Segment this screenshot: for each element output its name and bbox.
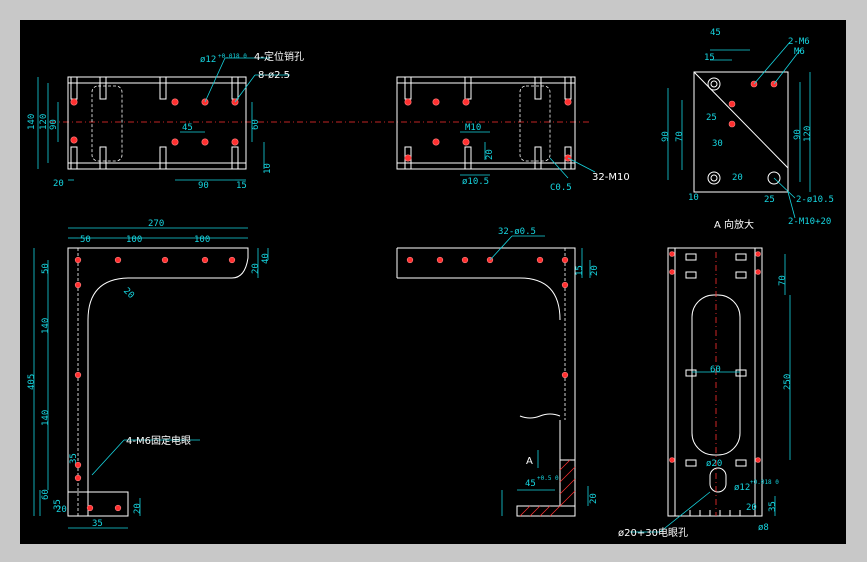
dim-60b: 60	[41, 489, 51, 500]
label-holes-32-m10: 32-M10	[592, 172, 630, 183]
label-angle-45: 45	[525, 479, 536, 489]
dim-40: 40	[261, 253, 271, 264]
label-small-holes: 8-ø2.5	[258, 70, 290, 81]
dim-ra-25: 25	[706, 113, 717, 123]
bottom-left-l-bracket: 270 50 100 100 20 40 20 50 140 405 140 3…	[27, 219, 271, 529]
top-left-plan-view: 140 120 90 60 10 45 90 15 20 ø12 +0.018 …	[27, 50, 304, 191]
dim-90h: 90	[198, 181, 209, 191]
label-dia-12: ø12	[734, 483, 750, 493]
dim-20h: 20	[589, 493, 599, 504]
dim-ra-120: 120	[803, 126, 813, 142]
dim-140a: 140	[41, 318, 51, 334]
label-dowel-holes: 4-定位销孔	[254, 50, 304, 63]
dim-rv-70: 70	[778, 275, 788, 286]
dim-270: 270	[148, 219, 164, 229]
dim-20f: 20	[56, 505, 67, 515]
dim-ra-45: 45	[710, 28, 721, 38]
label-slot-m10: M10	[465, 123, 481, 133]
dim-50h: 50	[80, 235, 91, 245]
dim-ra-25b: 25	[764, 195, 775, 205]
label-m6-fix-motor: 4-M6固定电眼	[126, 434, 191, 447]
label-hole-tol-top: +0.018 0	[218, 53, 247, 60]
dim-20c: 20	[251, 263, 261, 274]
label-tol-12: +0.018 0	[750, 479, 779, 486]
bottom-right-side-view: 70 250 60 ø20 ø12 +0.018 0 35 20 ø8 ø20+…	[618, 247, 793, 539]
label-2-dia-10-5: 2-ø10.5	[796, 195, 834, 205]
dim-45: 45	[182, 123, 193, 133]
top-middle-plan-view: M10 20 ø10.5 C0.5 32-M10	[396, 76, 630, 193]
cad-drawing: 140 120 90 60 10 45 90 15 20 ø12 +0.018 …	[27, 28, 834, 539]
dim-20d: 20	[121, 286, 136, 301]
dim-405: 405	[27, 374, 37, 390]
label-chamfer: C0.5	[550, 183, 572, 193]
label-tol-45: +0.5 0	[537, 475, 559, 482]
label-dia-8: ø8	[758, 523, 769, 533]
dim-20a: 20	[53, 179, 64, 189]
dim-15b: 15	[575, 265, 585, 276]
dim-20e: 20	[133, 503, 143, 514]
label-m6: M6	[794, 47, 805, 57]
dim-35a: 35	[69, 453, 79, 464]
label-2-m6: 2-M6	[788, 37, 810, 47]
dim-20b: 20	[485, 149, 495, 160]
dim-ra-10: 10	[688, 193, 699, 203]
dim-35b: 35	[53, 499, 63, 510]
dim-ra-90b: 90	[793, 129, 803, 140]
dim-50v: 50	[41, 263, 51, 274]
drawing-frame: 140 120 90 60 10 45 90 15 20 ø12 +0.018 …	[20, 20, 846, 544]
dim-60: 60	[251, 119, 261, 130]
dim-20g: 20	[590, 265, 600, 276]
dim-140b: 140	[41, 410, 51, 426]
dim-ra-70: 70	[675, 131, 685, 142]
dim-ra-30: 30	[712, 139, 723, 149]
label-hole-spec-top: ø12	[200, 55, 216, 65]
dim-rv-20: 20	[746, 503, 757, 513]
dim-rv-60: 60	[710, 365, 721, 375]
dim-100b: 100	[194, 235, 210, 245]
dim-120: 120	[39, 114, 49, 130]
label-32-dia-0-5: 32-ø0.5	[498, 227, 536, 237]
dim-90v: 90	[49, 119, 59, 130]
dim-ra-90: 90	[661, 131, 671, 142]
top-right-detail-view: 45 15 25 30 90 70 90 120 20 25 10 2-M6 M…	[661, 28, 834, 231]
dim-ra-20: 20	[732, 173, 743, 183]
dim-ra-15: 15	[704, 53, 715, 63]
label-view-a: A	[526, 456, 533, 467]
dim-10: 10	[263, 163, 273, 174]
label-dia-20: ø20	[706, 459, 722, 469]
dim-rv-250: 250	[783, 374, 793, 390]
dim-35c: 35	[92, 519, 103, 529]
dim-15: 15	[236, 181, 247, 191]
dim-100a: 100	[126, 235, 142, 245]
label-2-m10-20: 2-M10+20	[788, 217, 831, 227]
label-dia-10-5: ø10.5	[462, 177, 489, 187]
label-motor-hole: ø20+30电眼孔	[618, 526, 688, 539]
label-view-a-enlarged: A 向放大	[714, 218, 754, 231]
dim-rv-35: 35	[768, 501, 778, 512]
dim-140: 140	[27, 114, 37, 130]
hatched-section	[516, 459, 576, 517]
bottom-middle-l-bracket: 15 20 45 +0.5 0 20 32-ø0.5 A	[396, 227, 600, 517]
